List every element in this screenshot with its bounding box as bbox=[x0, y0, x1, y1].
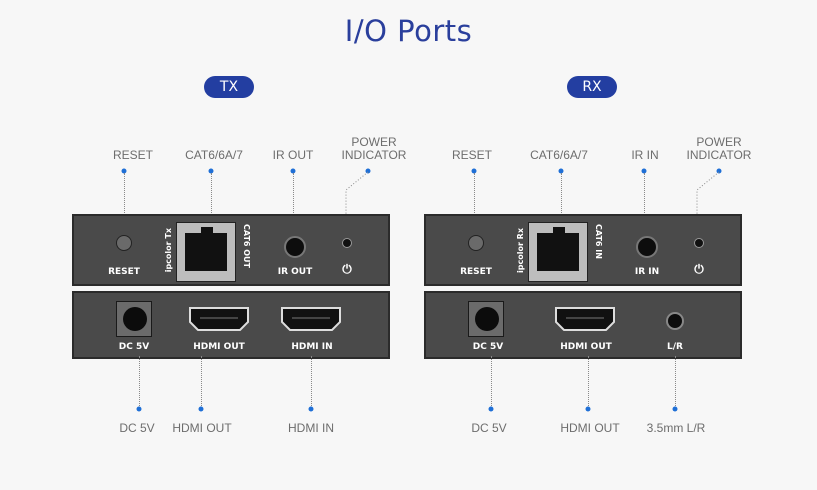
page-title: I/O Ports bbox=[344, 14, 473, 48]
tx-line-cat bbox=[211, 173, 212, 217]
rx-bottom-port2: HDMI OUT bbox=[560, 421, 620, 435]
tx-dot-ir bbox=[290, 168, 296, 174]
tx-bottom-port2: HDMI OUT bbox=[172, 421, 232, 435]
tx-panel-dc-label: DC 5V bbox=[118, 342, 150, 352]
tx-callout-reset: RESET bbox=[112, 148, 154, 162]
rx-rj45-label: CAT6 IN bbox=[594, 224, 603, 259]
rx-panel-port3-label: L/R bbox=[667, 342, 683, 352]
tx-line-reset bbox=[124, 173, 125, 233]
tx-callout-power: POWER INDICATOR bbox=[342, 136, 407, 162]
rx-power-icon: ⏻ bbox=[694, 262, 704, 276]
rx-front-panel: RESET ipcolor Rx CAT6 IN IR IN ⏻ bbox=[424, 214, 742, 286]
rx-audio-jack[interactable] bbox=[666, 312, 684, 330]
rx-dot-ir bbox=[641, 168, 647, 174]
rx-dot-power bbox=[716, 168, 722, 174]
tx-panel-reset-label: RESET bbox=[108, 267, 140, 277]
tx-dot-port3 bbox=[308, 406, 314, 412]
tx-bottom-dc: DC 5V bbox=[119, 421, 155, 435]
tx-panel-ir-label: IR OUT bbox=[277, 267, 313, 277]
tx-line-port2 bbox=[201, 356, 202, 408]
tx-dot-reset bbox=[121, 168, 127, 174]
rx-line-port2 bbox=[588, 356, 589, 408]
rx-badge: RX bbox=[567, 76, 617, 98]
tx-dot-port2 bbox=[198, 406, 204, 412]
tx-hdmi-out-port[interactable] bbox=[188, 306, 250, 332]
rx-callout-power: POWER INDICATOR bbox=[687, 136, 752, 162]
rx-dot-cat bbox=[558, 168, 564, 174]
tx-callout-cat: CAT6/6A/7 bbox=[185, 148, 243, 162]
rx-callout-ir: IR IN bbox=[631, 148, 659, 162]
tx-badge: TX bbox=[204, 76, 254, 98]
rx-dot-port2 bbox=[585, 406, 591, 412]
rx-panel-port2-label: HDMI OUT bbox=[560, 342, 612, 352]
tx-ir-jack[interactable] bbox=[284, 236, 306, 258]
tx-callout-power-line2: INDICATOR bbox=[341, 148, 407, 162]
tx-rj45-label: CAT6 OUT bbox=[242, 224, 251, 269]
rx-panel-dc-label: DC 5V bbox=[472, 342, 504, 352]
tx-panel-port3-label: HDMI IN bbox=[291, 342, 333, 352]
rx-dot-dc bbox=[488, 406, 494, 412]
rx-hdmi-out-port[interactable] bbox=[554, 306, 616, 332]
rx-callout-cat: CAT6/6A/7 bbox=[530, 148, 588, 162]
rx-dc-port[interactable] bbox=[468, 301, 504, 337]
tx-panel-port2-label: HDMI OUT bbox=[193, 342, 245, 352]
tx-dot-dc bbox=[136, 406, 142, 412]
rx-rear-panel: DC 5V HDMI OUT L/R bbox=[424, 291, 742, 359]
tx-hdmi-in-port[interactable] bbox=[280, 306, 342, 332]
rx-power-led bbox=[694, 238, 704, 248]
rx-line-cat bbox=[561, 173, 562, 217]
rx-dot-port3 bbox=[672, 406, 678, 412]
rx-line-dc bbox=[491, 356, 492, 408]
tx-line-ir bbox=[293, 173, 294, 233]
tx-rj45-brand: ipcolor Tx bbox=[164, 228, 173, 273]
tx-dot-cat bbox=[208, 168, 214, 174]
tx-line-port3 bbox=[311, 356, 312, 408]
rx-rj45-port[interactable] bbox=[528, 222, 588, 282]
tx-rj45-port[interactable] bbox=[176, 222, 236, 282]
tx-reset-button[interactable] bbox=[116, 235, 132, 251]
rx-dot-reset bbox=[471, 168, 477, 174]
rx-line-port3 bbox=[675, 356, 676, 408]
tx-dot-power bbox=[365, 168, 371, 174]
tx-bottom-port3: HDMI IN bbox=[288, 421, 334, 435]
tx-line-dc bbox=[139, 356, 140, 408]
tx-front-panel: RESET ipcolor Tx CAT6 OUT IR OUT ⏻ bbox=[72, 214, 390, 286]
tx-dc-port[interactable] bbox=[116, 301, 152, 337]
tx-callout-ir: IR OUT bbox=[272, 148, 314, 162]
rx-callout-power-line2: INDICATOR bbox=[686, 148, 752, 162]
rx-rj45-brand: ipcolor Rx bbox=[516, 228, 525, 273]
rx-reset-button[interactable] bbox=[468, 235, 484, 251]
rx-panel-reset-label: RESET bbox=[460, 267, 492, 277]
rx-panel-ir-label: IR IN bbox=[634, 267, 660, 277]
tx-power-icon: ⏻ bbox=[342, 262, 352, 276]
tx-callout-power-line1: POWER bbox=[351, 135, 397, 149]
tx-rear-panel: DC 5V HDMI OUT HDMI IN bbox=[72, 291, 390, 359]
rx-callout-power-line1: POWER bbox=[696, 135, 742, 149]
rx-bottom-dc: DC 5V bbox=[471, 421, 507, 435]
rx-line-reset bbox=[474, 173, 475, 233]
rx-line-ir bbox=[644, 173, 645, 233]
rx-ir-jack[interactable] bbox=[636, 236, 658, 258]
rx-bottom-port3: 3.5mm L/R bbox=[646, 421, 706, 435]
rx-callout-reset: RESET bbox=[451, 148, 493, 162]
tx-power-led bbox=[342, 238, 352, 248]
